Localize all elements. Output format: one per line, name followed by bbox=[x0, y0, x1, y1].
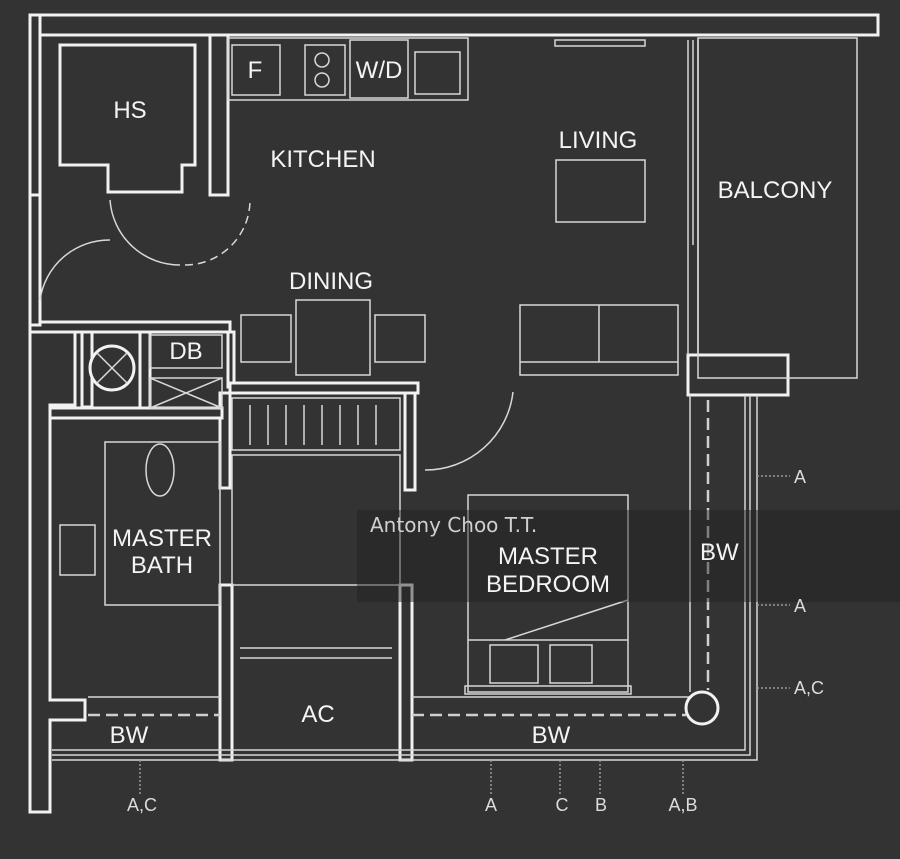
room-label-kitchen: KITCHEN bbox=[270, 146, 375, 173]
balcony-area bbox=[687, 37, 858, 379]
exterior-lines bbox=[52, 395, 758, 761]
room-label-hs: HS bbox=[113, 97, 146, 124]
walls bbox=[28, 13, 880, 814]
doors bbox=[39, 199, 514, 471]
sofa bbox=[519, 304, 679, 376]
room-label-balcony: BALCONY bbox=[718, 177, 833, 204]
room-label-master-bedroom-2: BEDROOM bbox=[486, 571, 610, 598]
room-label-master-bath-2: BATH bbox=[131, 552, 193, 579]
marker-bottom-c: C bbox=[556, 795, 569, 815]
room-label-living: LIVING bbox=[559, 127, 638, 154]
room-label-washer-dryer: W/D bbox=[356, 57, 403, 84]
marker-bottom-b: B bbox=[595, 795, 607, 815]
marker-bottom-a: A bbox=[485, 795, 497, 815]
marker-right-ac: A,C bbox=[794, 678, 824, 698]
dining-set bbox=[240, 299, 426, 376]
room-label-bw-left: BW bbox=[110, 722, 149, 749]
room-label-ac: AC bbox=[301, 701, 334, 728]
bay-window-dashed bbox=[88, 395, 720, 726]
room-label-master-bedroom-1: MASTER bbox=[498, 543, 598, 570]
room-label-bw-right: BW bbox=[700, 539, 739, 566]
marker-bottom-ab: A,B bbox=[668, 795, 697, 815]
aircon-unit bbox=[554, 39, 646, 47]
living-table bbox=[555, 159, 646, 223]
marker-right-a1: A bbox=[794, 467, 806, 487]
db-shaft bbox=[88, 334, 223, 409]
ac-ledge bbox=[88, 647, 690, 698]
room-label-master-bath-1: MASTER bbox=[112, 525, 212, 552]
watermark-text: Antony Choo T.T. bbox=[370, 513, 537, 537]
bed bbox=[464, 494, 632, 695]
marker-leaders bbox=[139, 475, 790, 795]
wardrobe bbox=[231, 397, 401, 451]
room-label-db: DB bbox=[169, 338, 202, 365]
watermark-band bbox=[357, 510, 900, 602]
room-label-fridge: F bbox=[248, 57, 263, 84]
marker-bottom-ac: A,C bbox=[127, 795, 157, 815]
room-label-dining: DINING bbox=[289, 268, 373, 295]
marker-right-a2: A bbox=[794, 596, 806, 616]
master-bath-fixtures bbox=[59, 441, 401, 606]
kitchen-counter bbox=[227, 37, 469, 101]
room-label-bw-bottom: BW bbox=[532, 722, 571, 749]
